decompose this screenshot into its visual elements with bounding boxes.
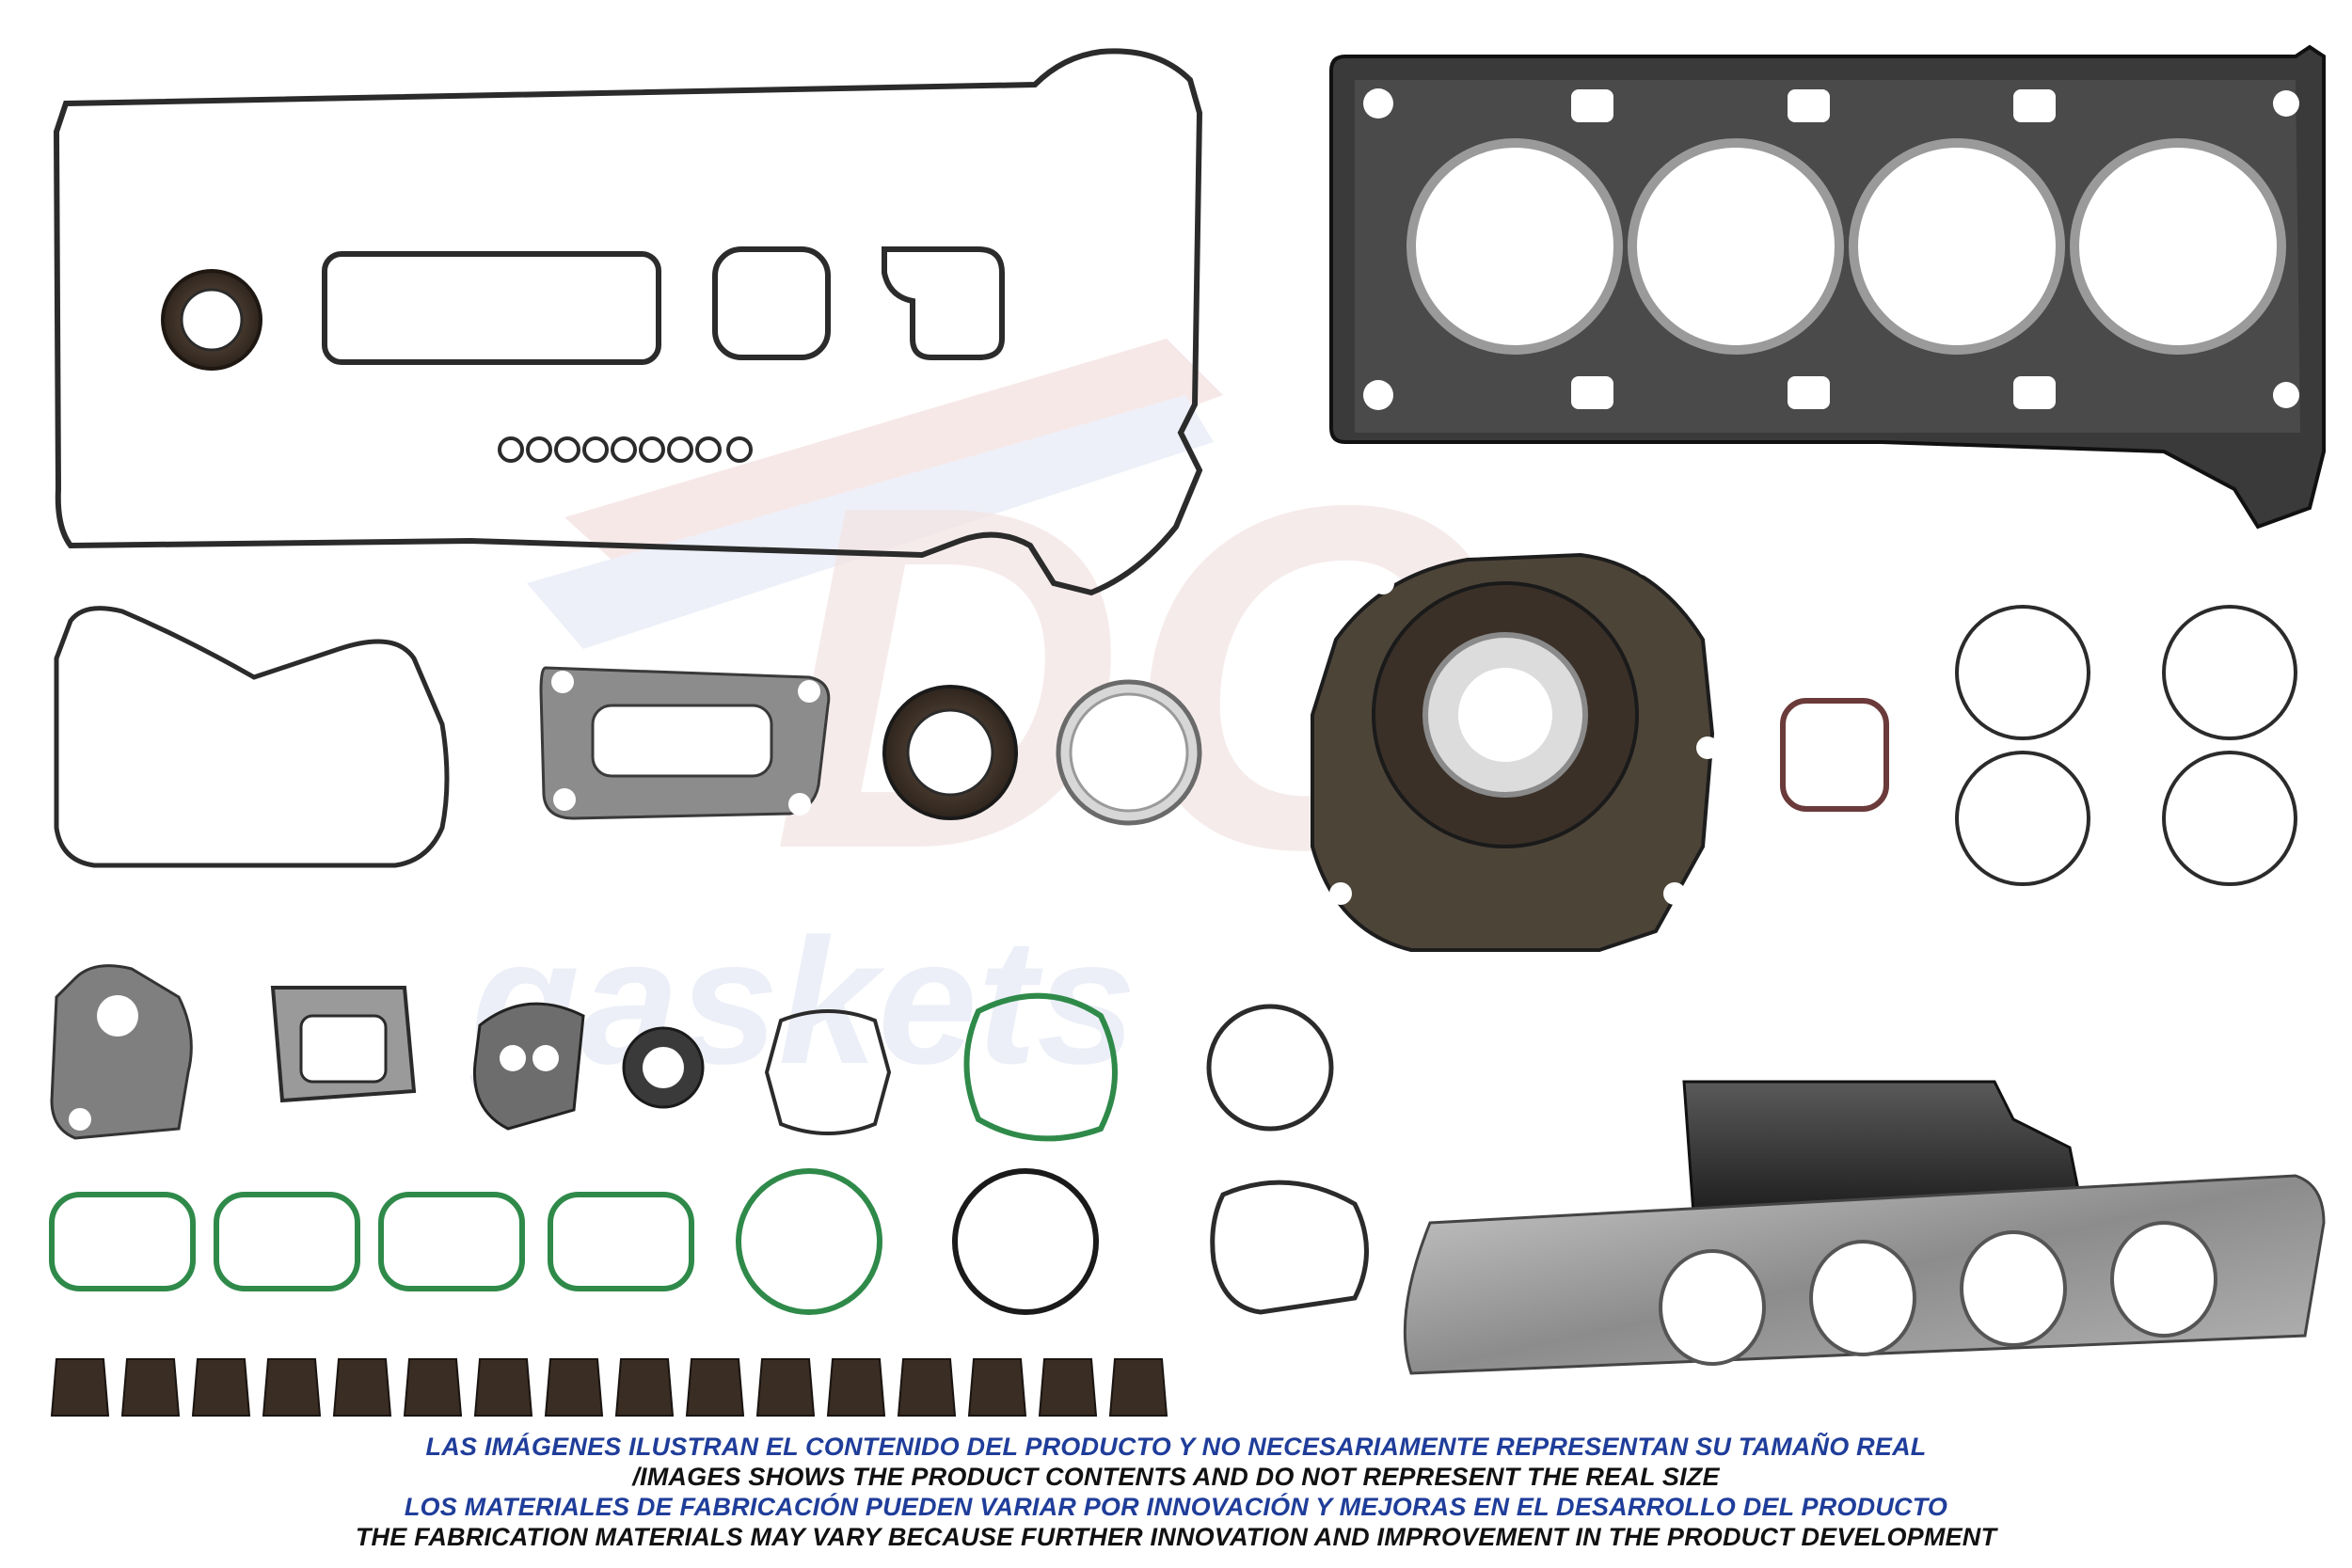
disclaimer-line-1: LAS IMÁGENES ILUSTRAN EL CONTENIDO DEL P… — [425, 1433, 1927, 1461]
disclaimer-line-2: /IMAGES SHOWS THE PRODUCT CONTENTS AND D… — [632, 1463, 1720, 1491]
cylinder-head-gasket — [1329, 44, 2326, 530]
rect-gaskets-top — [322, 246, 1005, 365]
intake-port-gaskets-right — [1955, 605, 2297, 886]
spark-plug-tube-seals — [498, 436, 753, 463]
exhaust-donut-ring — [1056, 679, 1202, 826]
disclaimer-line-4: THE FABRICATION MATERIALS MAY VARY BECAU… — [355, 1523, 1997, 1551]
oil-cooler-seal — [622, 1026, 705, 1109]
timing-cover-gasket — [54, 606, 450, 868]
front-crank-seal — [161, 269, 262, 371]
green-seal-gasket — [963, 992, 1118, 1142]
intake-manifold-gaskets — [49, 1168, 882, 1315]
egr-gasket — [472, 1002, 585, 1131]
figure-eight-gasket — [764, 1009, 892, 1135]
throttle-body-gasket — [1780, 698, 1889, 812]
valve-stem-seals — [50, 1358, 1168, 1417]
camshaft-seal — [882, 685, 1018, 820]
exhaust-manifold-gasket — [1403, 1080, 2326, 1375]
rear-main-seal-housing — [1285, 552, 1719, 952]
valve-cover-gasket — [53, 48, 1203, 596]
water-pump-gasket — [50, 964, 193, 1140]
o-ring-large — [1206, 1004, 1334, 1132]
thermostat-housing-gasket — [270, 986, 417, 1103]
disclaimer-line-3: LOS MATERIALES DE FABRICACIÓN PUEDEN VAR… — [404, 1493, 1948, 1521]
irregular-gasket — [1210, 1180, 1369, 1315]
o-ring-black-large — [952, 1168, 1099, 1315]
oil-filter-adapter-gasket — [539, 666, 831, 820]
watermark-word: gaskets — [469, 902, 1136, 1101]
